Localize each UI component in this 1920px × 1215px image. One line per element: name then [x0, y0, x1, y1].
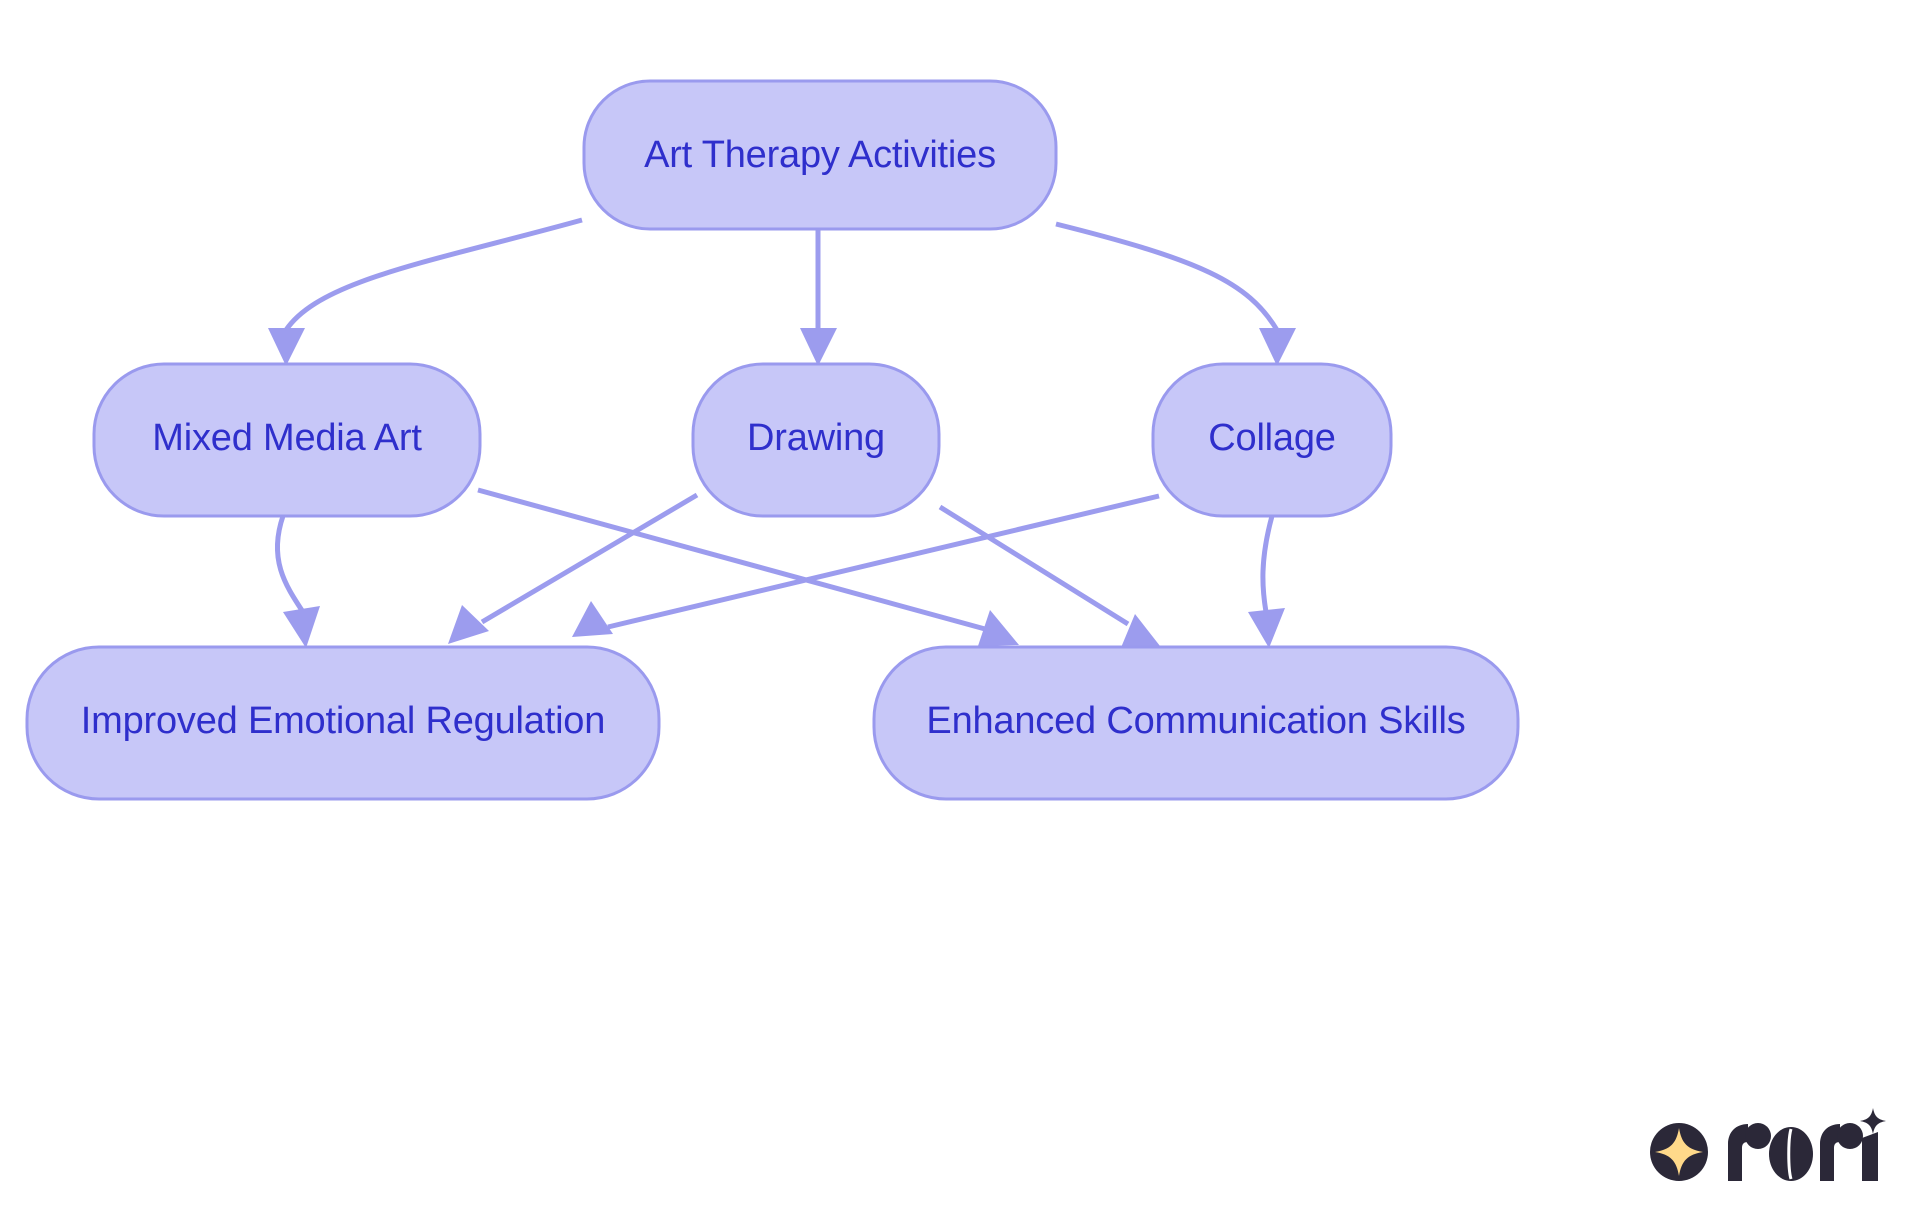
edge-collage-to-comms-vertical: [1248, 515, 1285, 648]
edge-mixed-to-comms: [477, 487, 1019, 646]
edge-collage-to-emotion: [572, 493, 1160, 637]
node-drawing-label: Drawing: [747, 417, 885, 459]
rori-star-badge-icon: [1650, 1123, 1708, 1181]
node-art-therapy-activities-shape[interactable]: [582, 79, 1058, 231]
edge-drawing-to-emotion-arrowhead: [448, 605, 489, 644]
edge-root-to-mixed: [268, 217, 583, 366]
node-drawing-shape[interactable]: [691, 362, 941, 518]
node-improved-emotional-regulation-shape[interactable]: [25, 645, 661, 801]
edge-root-to-collage-line: [1055, 221, 1280, 332]
edge-root-to-mixed-line: [283, 217, 583, 332]
edge-root-to-mixed-arrowhead: [268, 328, 305, 366]
edges-group: [268, 217, 1296, 650]
node-improved-emotional-regulation[interactable]: Improved Emotional Regulation: [25, 645, 661, 801]
node-mixed-media-art[interactable]: Mixed Media Art: [92, 362, 482, 518]
edge-mixed-to-emotion-line: [274, 515, 306, 614]
node-collage[interactable]: Collage: [1151, 362, 1393, 518]
rori-letter-o: [1769, 1127, 1813, 1181]
edge-drawing-to-emotion-line: [480, 492, 699, 625]
edge-root-to-drawing-arrowhead: [800, 328, 837, 366]
edge-collage-to-comms-line: [938, 504, 1130, 627]
edge-root-to-collage: [1055, 221, 1296, 366]
node-improved-emotional-regulation-label: Improved Emotional Regulation: [81, 700, 605, 742]
rori-logo: [1648, 1108, 1888, 1186]
node-mixed-media-art-shape[interactable]: [92, 362, 482, 518]
edge-mixed-to-emotion: [274, 515, 320, 648]
rori-letter-r-1: [1728, 1123, 1771, 1181]
edge-mixed-to-comms-arrowhead: [978, 610, 1019, 646]
edge-collage-to-comms-arrowhead: [1120, 614, 1160, 650]
edge-collage-to-comms-vertical-arrowhead: [1248, 608, 1285, 648]
edge-mixed-to-comms-line: [477, 487, 986, 632]
edge-drawing-to-emotion: [448, 492, 699, 644]
edge-root-to-collage-arrowhead: [1259, 328, 1296, 366]
node-mixed-media-art-label: Mixed Media Art: [152, 417, 422, 459]
rori-logo-svg: [1650, 1108, 1886, 1181]
node-enhanced-communication-skills[interactable]: Enhanced Communication Skills: [872, 645, 1520, 801]
node-collage-shape[interactable]: [1151, 362, 1393, 518]
node-drawing[interactable]: Drawing: [691, 362, 941, 518]
node-collage-label: Collage: [1208, 417, 1335, 459]
node-art-therapy-activities-label: Art Therapy Activities: [644, 134, 996, 176]
rori-letter-r-2: [1820, 1123, 1863, 1181]
edge-collage-to-comms: [938, 504, 1160, 650]
node-enhanced-communication-skills-shape[interactable]: [872, 645, 1520, 801]
node-art-therapy-activities[interactable]: Art Therapy Activities: [582, 79, 1058, 231]
edge-root-to-drawing: [800, 230, 837, 366]
edge-collage-to-emotion-line: [607, 493, 1160, 630]
edge-collage-to-comms-vertical-line: [1260, 515, 1275, 613]
edge-mixed-to-emotion-arrowhead: [283, 606, 320, 648]
edge-collage-to-emotion-arrowhead: [572, 601, 613, 637]
rori-letter-i: [1860, 1108, 1886, 1181]
nodes-group: Art Therapy Activities Mixed Media Art D…: [25, 79, 1520, 801]
node-enhanced-communication-skills-label: Enhanced Communication Skills: [926, 700, 1465, 742]
